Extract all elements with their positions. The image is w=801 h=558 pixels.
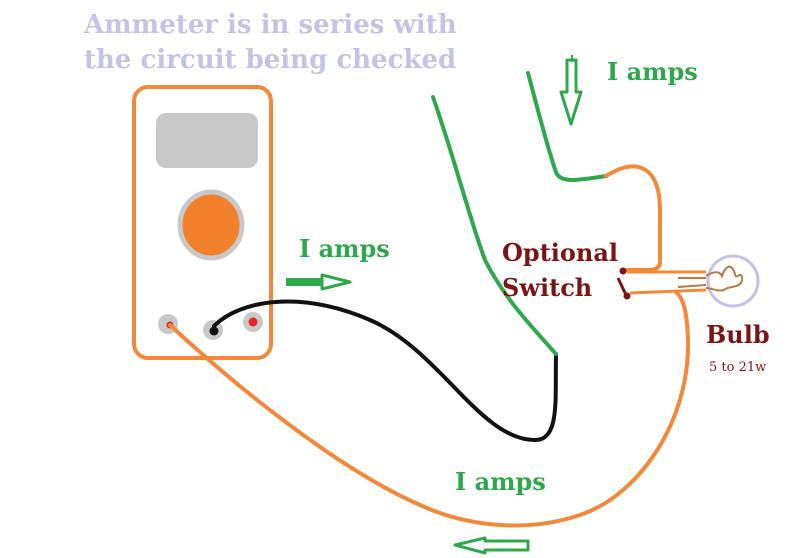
switch-to-bulb-wire-bottom (629, 288, 707, 295)
ammeter-selector-knob (177, 189, 245, 261)
bulb-glass (706, 254, 760, 308)
bulb-lead-bottom (677, 284, 707, 288)
current-arrow-right (286, 273, 352, 291)
current-label-top: I amps (607, 57, 698, 86)
switch-label-line-1: Optional (502, 238, 618, 267)
optional-switch (616, 267, 707, 300)
ammeter (132, 85, 273, 360)
orange-test-lead (168, 290, 691, 528)
current-arrow-down (559, 58, 583, 126)
bulb-filament (705, 265, 744, 292)
current-arrow-left (453, 536, 530, 555)
terminal-right-red-dot (248, 317, 258, 327)
supply-wire-left (431, 95, 558, 356)
title-line-2: the circuit being checked (84, 45, 456, 75)
bulb-label: Bulb (706, 320, 770, 349)
current-label-meter: I amps (299, 234, 390, 263)
supply-orange-wire (604, 164, 662, 272)
terminal-middle-black-dot (209, 326, 219, 336)
bulb (705, 254, 760, 308)
switch-contact-bottom (623, 292, 631, 300)
bulb-rating-label: 5 to 21w (709, 360, 766, 375)
ammeter-display (156, 113, 258, 168)
title-line-1: Ammeter is in series with (83, 10, 457, 40)
supply-wire-right (526, 71, 608, 182)
switch-contact-top (619, 267, 627, 275)
switch-label-line-2: Switch (502, 273, 592, 302)
current-label-bottom: I amps (455, 467, 546, 496)
black-test-lead (212, 299, 558, 443)
